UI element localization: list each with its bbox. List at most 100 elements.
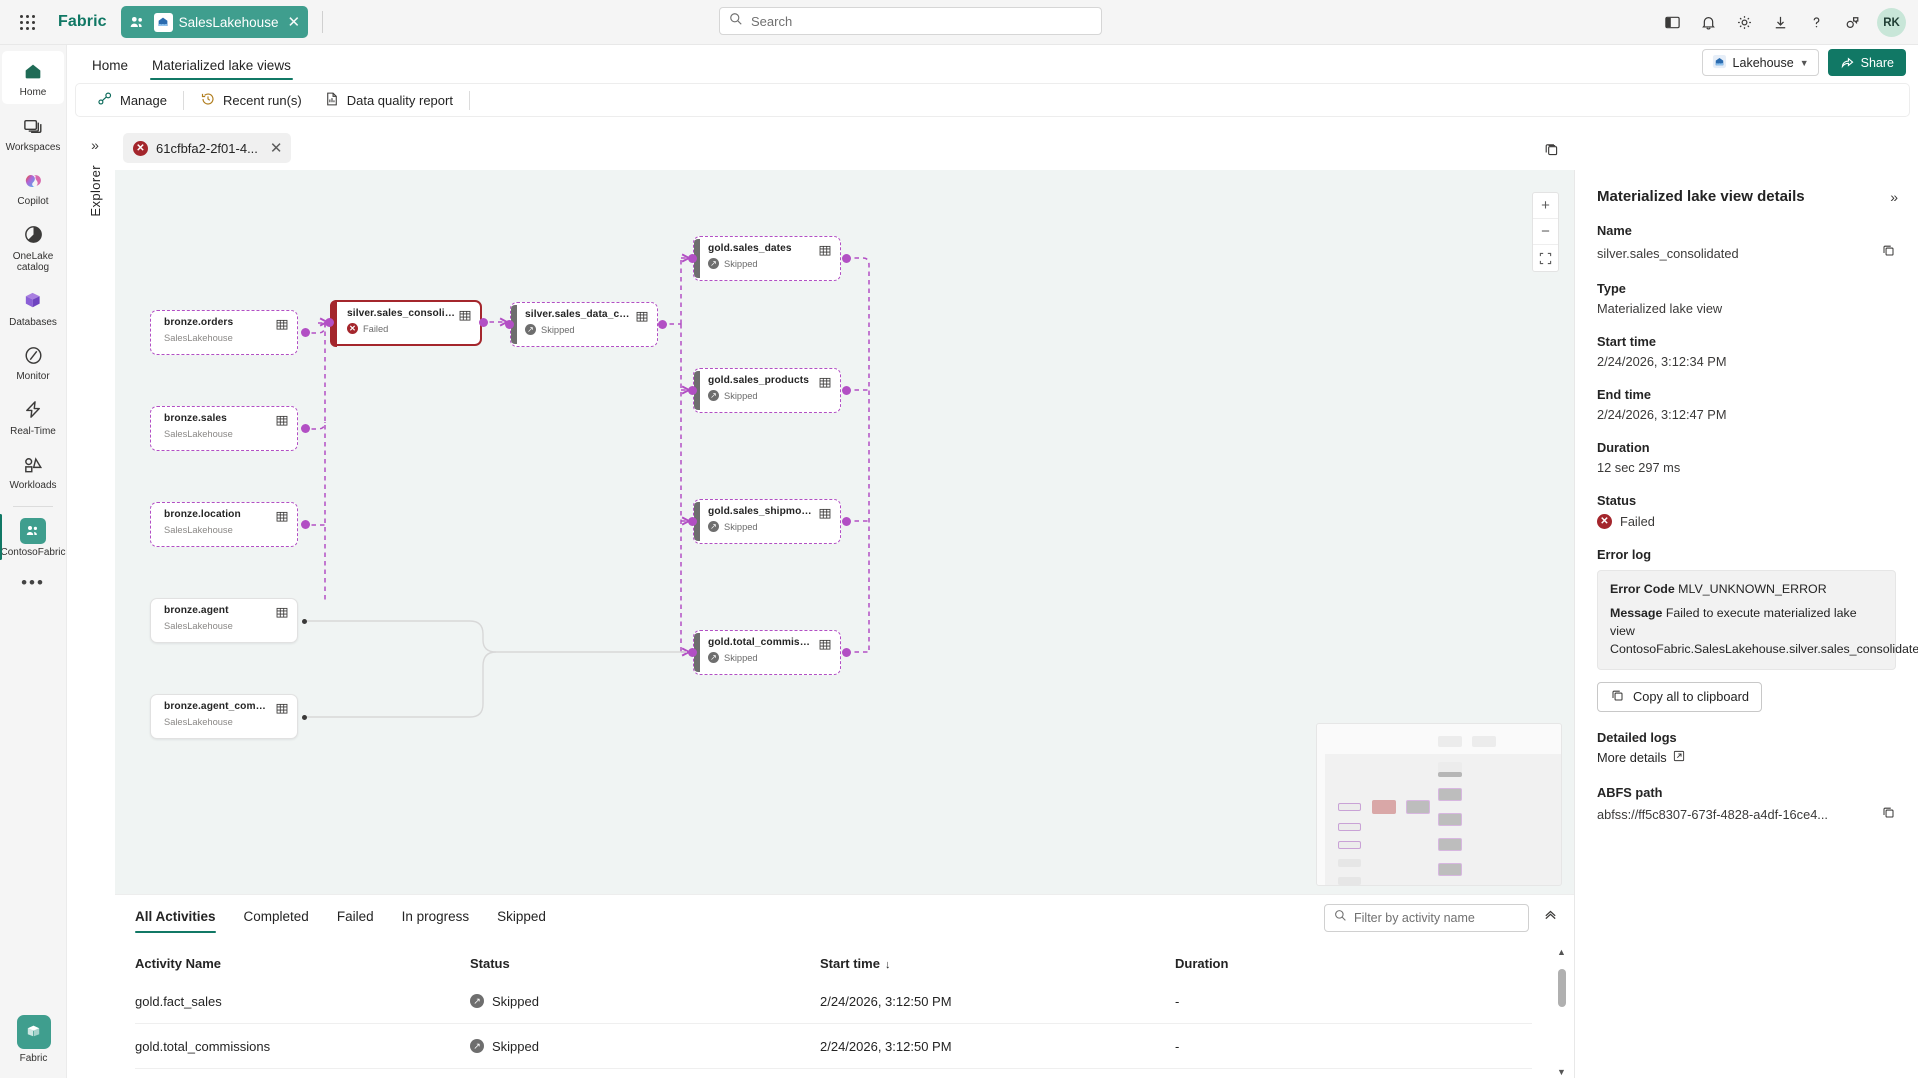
sidebar-item-workspaces[interactable]: Workspaces xyxy=(2,106,64,159)
column-activity-name[interactable]: Activity Name xyxy=(135,955,221,971)
scroll-up-icon[interactable]: ▲ xyxy=(1557,947,1566,957)
close-icon[interactable]: ✕ xyxy=(269,139,283,157)
graph-node[interactable]: bronze.orders SalesLakehouse xyxy=(150,310,298,355)
collapse-details-icon[interactable]: » xyxy=(1890,189,1898,205)
sidebar-item-workloads[interactable]: Workloads xyxy=(2,444,64,497)
zoom-out-button[interactable]: − xyxy=(1533,219,1558,245)
node-output-port xyxy=(842,386,851,395)
tab-materialized-lake-views[interactable]: Materialized lake views xyxy=(140,58,303,81)
tab-failed[interactable]: Failed xyxy=(336,909,374,924)
help-icon[interactable] xyxy=(1799,6,1833,40)
copy-icon[interactable] xyxy=(1881,805,1896,825)
collapse-panel-icon[interactable] xyxy=(1543,907,1558,925)
tab-skipped[interactable]: Skipped xyxy=(497,909,546,924)
run-tab[interactable]: ✕ 61cfbfa2-2f01-4... ✕ xyxy=(123,133,292,163)
item-type-button[interactable]: Lakehouse ▼ xyxy=(1701,49,1819,76)
bell-icon[interactable] xyxy=(1691,6,1725,40)
sidebar-item-onelake-catalog[interactable]: OneLake catalog xyxy=(2,215,64,279)
lineage-canvas[interactable]: + − xyxy=(115,170,1574,894)
filter-box[interactable] xyxy=(1324,904,1529,932)
graph-node-selected[interactable]: silver.sales_consolidated ✕ Failed xyxy=(329,299,482,347)
sidebar-item-real-time[interactable]: Real-Time xyxy=(2,390,64,443)
filter-activity-input[interactable] xyxy=(1354,911,1519,925)
error-code-line: Error Code MLV_UNKNOWN_ERROR xyxy=(1610,581,1883,599)
table-row[interactable]: gold.fact_sales ↗ Skipped 2/24/2026, 3:1… xyxy=(135,979,1532,1024)
workspace-pill[interactable]: SalesLakehouse ✕ xyxy=(120,6,309,38)
node-status: ↗ Skipped xyxy=(525,324,648,335)
graph-node[interactable]: bronze.sales SalesLakehouse xyxy=(150,406,298,451)
minimap-node xyxy=(1406,800,1430,814)
manage-button[interactable]: Manage xyxy=(86,87,178,114)
graph-node[interactable]: gold.sales_products ↗ Skipped xyxy=(693,368,841,413)
scrollbar-thumb[interactable] xyxy=(1558,969,1566,1007)
sidebar-item-contosofabric[interactable]: ContosoFabric xyxy=(0,511,66,564)
end-time-value: 2/24/2026, 3:12:47 PM xyxy=(1597,407,1727,422)
download-icon[interactable] xyxy=(1763,6,1797,40)
table-row[interactable]: gold.total_commissions ↗ Skipped 2/24/20… xyxy=(135,1024,1532,1069)
copy-all-to-clipboard-button[interactable]: Copy all to clipboard xyxy=(1597,681,1762,712)
graph-node[interactable]: bronze.agent SalesLakehouse xyxy=(150,598,298,643)
sidebar-item-databases[interactable]: Databases xyxy=(2,281,64,334)
node-status-label: Failed xyxy=(363,323,389,334)
node-title: silver.sales_consolidated xyxy=(347,308,455,319)
more-details-link[interactable]: More details xyxy=(1597,750,1685,765)
column-start-time[interactable]: Start time↓ xyxy=(820,956,1175,971)
minimap[interactable] xyxy=(1316,723,1562,886)
search-icon xyxy=(1334,909,1347,927)
minimap-node xyxy=(1438,788,1462,801)
node-title: gold.sales_dates xyxy=(708,243,792,254)
report-icon xyxy=(324,91,340,110)
close-icon[interactable]: ✕ xyxy=(287,13,301,31)
activity-name-link[interactable]: gold.total_commissions xyxy=(135,1038,271,1054)
data-quality-report-button[interactable]: Data quality report xyxy=(313,87,464,114)
tab-in-progress[interactable]: In progress xyxy=(401,909,470,924)
activities-scrollbar[interactable]: ▲ ▼ xyxy=(1557,947,1566,1077)
panel-layout-icon[interactable] xyxy=(1655,6,1689,40)
feedback-icon[interactable] xyxy=(1835,6,1869,40)
brand-label[interactable]: Fabric xyxy=(58,13,107,30)
search-box[interactable] xyxy=(719,7,1102,35)
minimap-node xyxy=(1338,803,1361,811)
graph-node[interactable]: silver.sales_data_cleaned ↗ Skipped xyxy=(510,302,658,347)
share-button[interactable]: Share xyxy=(1827,49,1906,76)
type-label: Type xyxy=(1597,281,1626,296)
scroll-down-icon[interactable]: ▼ xyxy=(1557,1067,1566,1077)
column-status[interactable]: Status xyxy=(470,955,510,971)
minimap-node xyxy=(1338,823,1361,831)
sidebar-item-home[interactable]: Home xyxy=(2,51,64,104)
sidebar-item-monitor[interactable]: Monitor xyxy=(2,335,64,388)
sidebar-more-icon[interactable]: ••• xyxy=(21,573,45,592)
recent-runs-button[interactable]: Recent run(s) xyxy=(189,87,313,114)
graph-node[interactable]: bronze.location SalesLakehouse xyxy=(150,502,298,547)
zoom-in-button[interactable]: + xyxy=(1533,193,1558,219)
graph-node[interactable]: gold.total_commissions ↗ Skipped xyxy=(693,630,841,675)
activity-status-label: Skipped xyxy=(492,993,539,1009)
graph-node[interactable]: bronze.agent_commissio... SalesLakehouse xyxy=(150,694,298,739)
home-icon xyxy=(20,58,46,84)
graph-node[interactable]: gold.sales_dates ↗ Skipped xyxy=(693,236,841,281)
tab-all-activities[interactable]: All Activities xyxy=(135,909,230,933)
sidebar-item-copilot[interactable]: Copilot xyxy=(2,160,64,213)
expand-explorer-icon[interactable]: » xyxy=(91,137,99,153)
fit-to-screen-icon[interactable] xyxy=(1533,245,1558,271)
tab-completed[interactable]: Completed xyxy=(243,909,309,924)
sidebar-label: OneLake catalog xyxy=(12,250,54,274)
explorer-label[interactable]: Explorer xyxy=(87,165,103,217)
graph-node[interactable]: gold.sales_shipmode ↗ Skipped xyxy=(693,499,841,544)
detailed-logs-label: Detailed logs xyxy=(1597,729,1677,745)
activity-name-link[interactable]: gold.fact_sales xyxy=(135,993,222,1009)
avatar[interactable]: RK xyxy=(1877,8,1906,37)
app-launcher-icon[interactable] xyxy=(10,5,44,39)
tab-home[interactable]: Home xyxy=(92,58,129,73)
fabric-logo-icon[interactable] xyxy=(16,1015,51,1049)
duplicate-icon[interactable] xyxy=(1538,136,1564,162)
node-title: bronze.location xyxy=(164,509,241,520)
copy-icon[interactable] xyxy=(1881,243,1896,263)
gear-icon[interactable] xyxy=(1727,6,1761,40)
share-icon xyxy=(1840,54,1855,72)
search-input[interactable] xyxy=(751,13,1092,29)
column-duration[interactable]: Duration xyxy=(1175,955,1229,971)
scrollbar-track[interactable] xyxy=(1558,947,1566,1077)
skipped-status-icon: ↗ xyxy=(525,324,536,335)
